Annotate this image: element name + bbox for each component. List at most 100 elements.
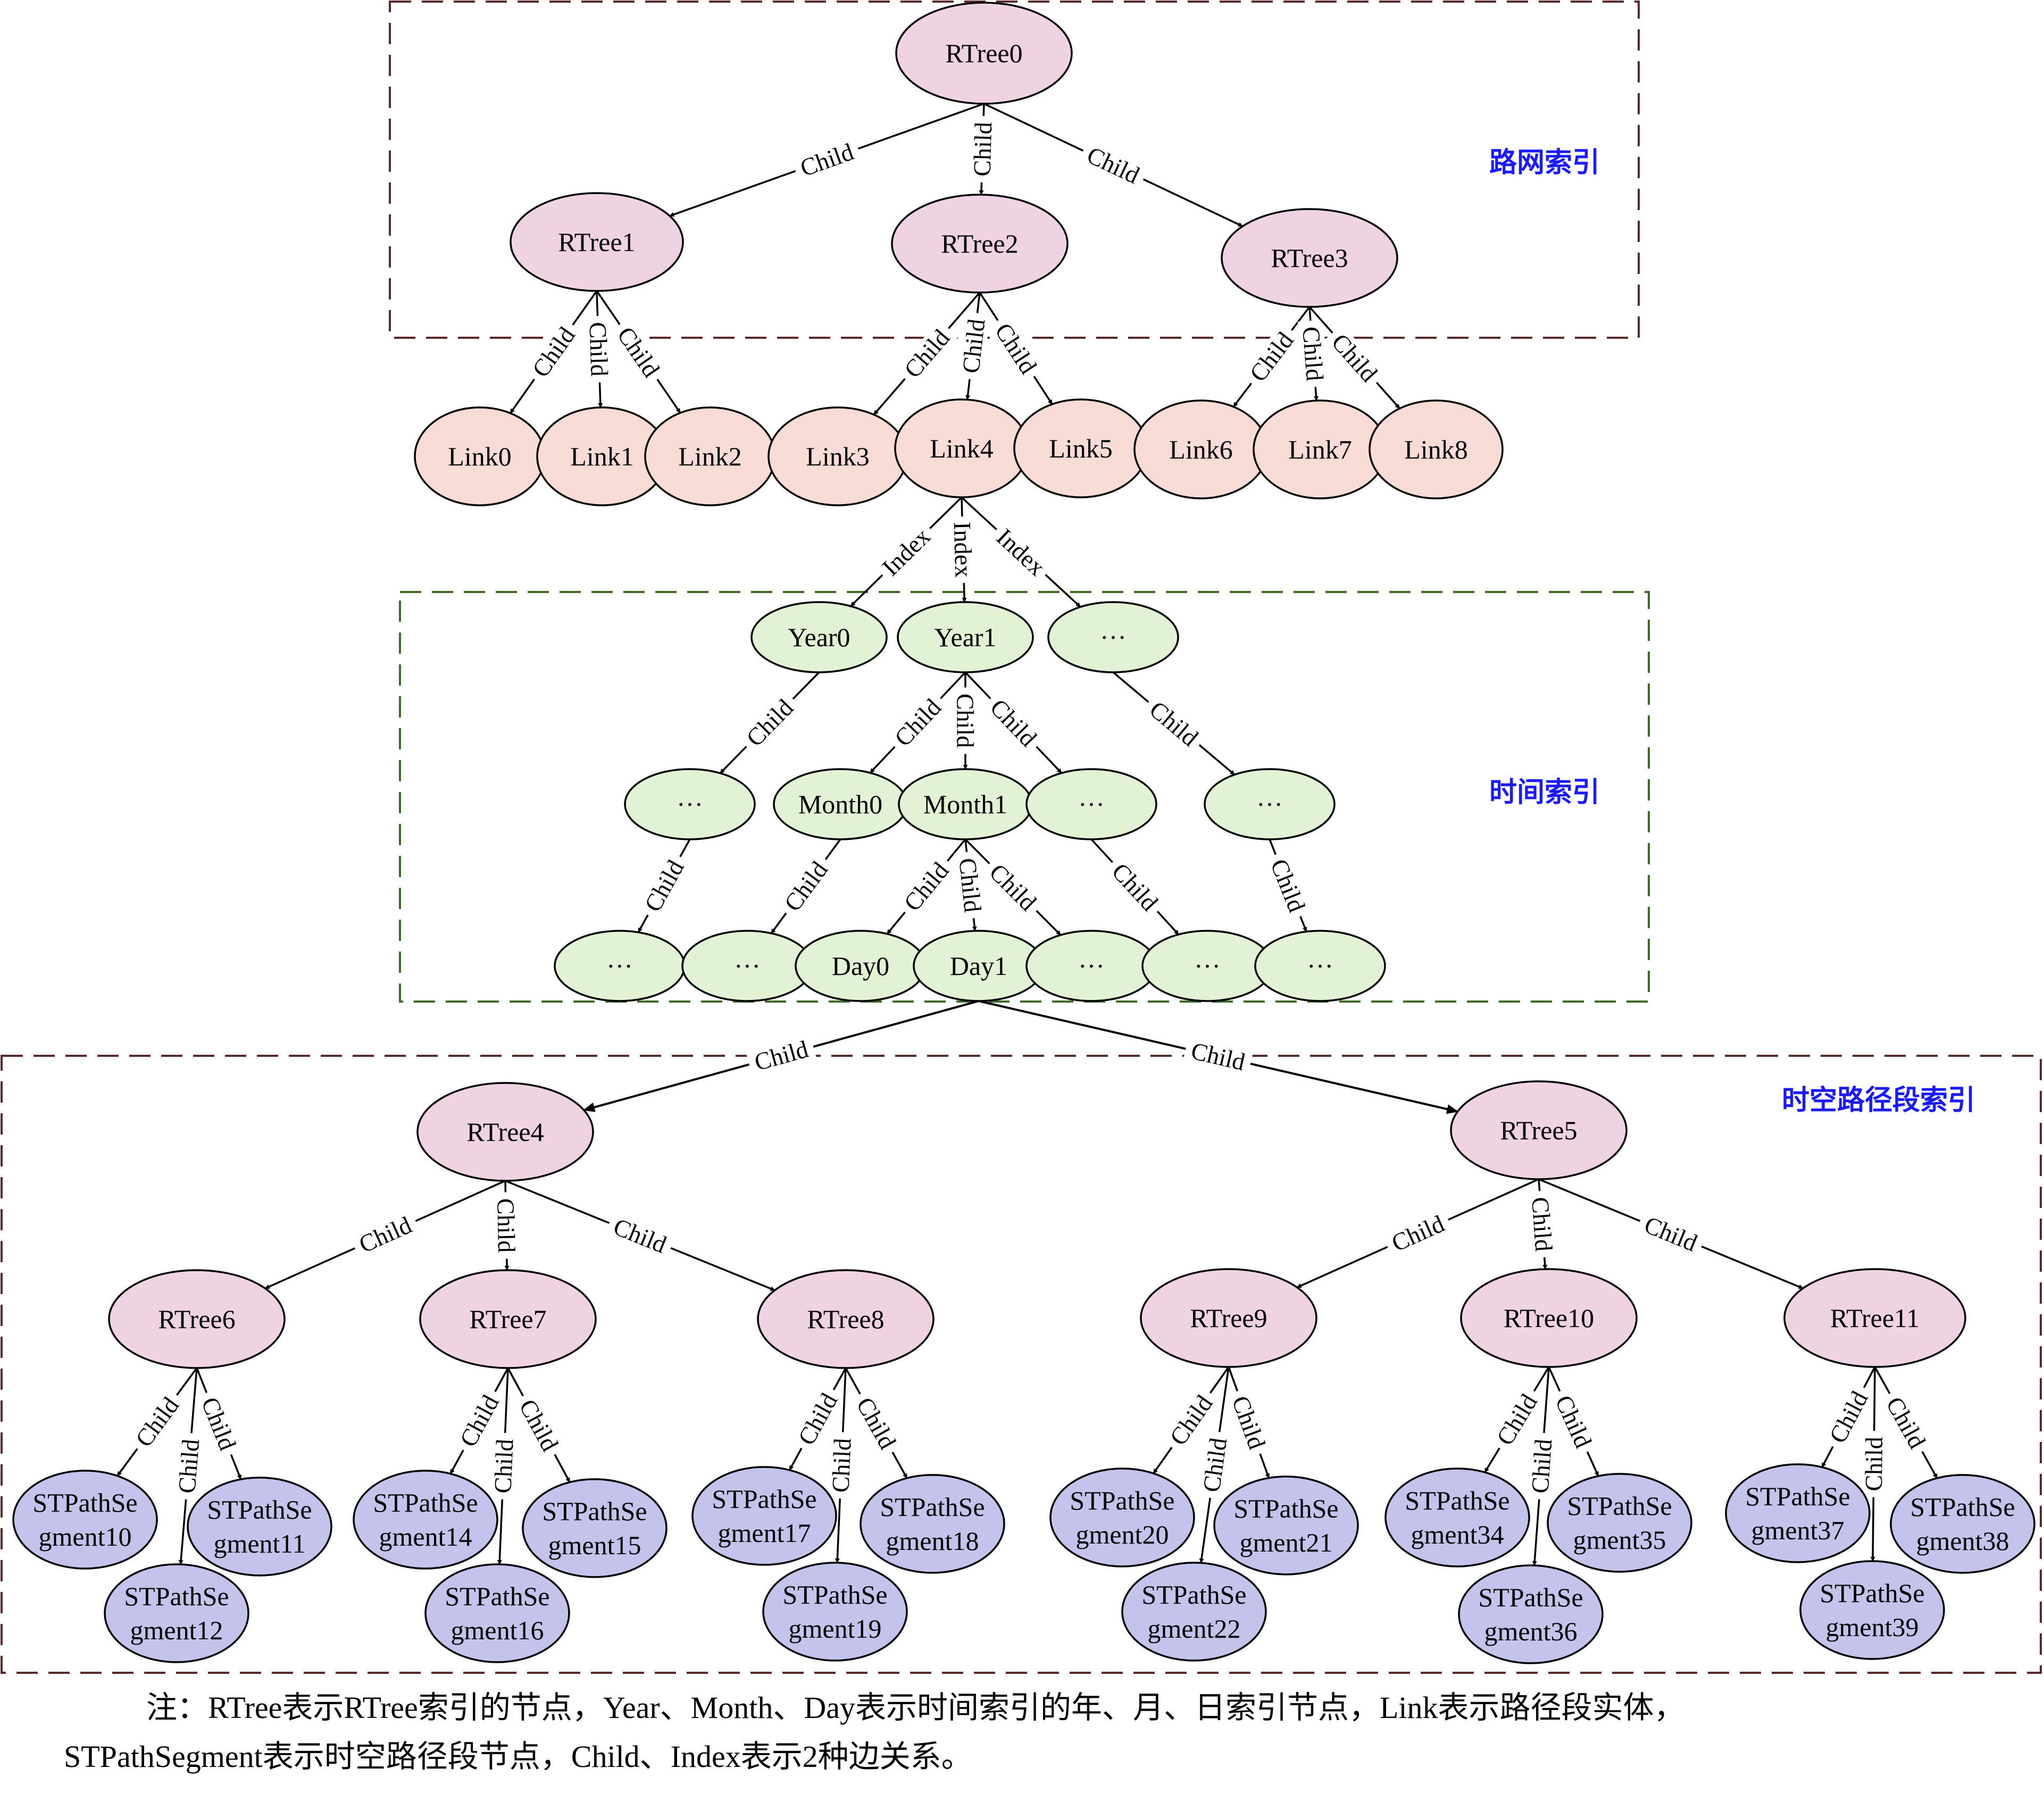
edge-label-background bbox=[873, 519, 939, 585]
node-ellipse bbox=[187, 1477, 332, 1577]
node-label: STPathSe bbox=[1070, 1486, 1174, 1515]
node-ellipse bbox=[1049, 1467, 1195, 1567]
node-label: gment35 bbox=[1573, 1525, 1666, 1555]
edge-label-RTree1-Link2: Child bbox=[609, 317, 668, 387]
node-label: ··· bbox=[677, 789, 703, 819]
edge-label-background bbox=[1879, 1387, 1933, 1458]
node-label: gment37 bbox=[1751, 1515, 1845, 1545]
edge-label-text: Child bbox=[957, 318, 990, 374]
node-ellipse bbox=[1204, 768, 1336, 840]
caption-line-2: STPathSegment表示时空路径段节点，Child、Index表示2种边关… bbox=[64, 1739, 972, 1774]
edge-label-background bbox=[1264, 849, 1313, 921]
edge-label-MonthE2-DayE4: Child bbox=[1103, 854, 1167, 920]
node-YearE: ··· bbox=[1047, 601, 1179, 673]
node-ellipse bbox=[510, 192, 684, 292]
node-label: RTree10 bbox=[1504, 1303, 1594, 1333]
node-ellipse bbox=[419, 1269, 597, 1369]
node-label: RTree1 bbox=[558, 227, 635, 257]
edge-label-RTree1-Link1: Child bbox=[584, 315, 613, 383]
edge-label-background bbox=[895, 853, 957, 921]
node-ellipse bbox=[1384, 1467, 1530, 1567]
node-ellipse bbox=[1369, 399, 1504, 499]
road-index-label: 路网索引 bbox=[1489, 147, 1600, 179]
edge-label-background bbox=[1078, 139, 1149, 191]
edge-label-background bbox=[195, 1388, 243, 1460]
edge-label-text: Child bbox=[752, 1035, 811, 1075]
node-RTree2: RTree2 bbox=[891, 194, 1069, 294]
edge-label-background bbox=[981, 689, 1046, 756]
node-label: RTree3 bbox=[1271, 243, 1348, 273]
edge-label-RTree2-Link5: Child bbox=[987, 313, 1045, 383]
node-label: RTree4 bbox=[466, 1117, 544, 1147]
edge-label-RTree4-RTree6: Child bbox=[349, 1209, 421, 1260]
node-label: ··· bbox=[1307, 951, 1333, 981]
node-label: gment16 bbox=[451, 1615, 544, 1645]
node-ellipse bbox=[750, 601, 888, 673]
edge-label-RTree0-RTree1: Child bbox=[791, 136, 863, 184]
node-label: RTree2 bbox=[941, 229, 1018, 258]
edge-label-background bbox=[980, 854, 1046, 920]
node-label: Link7 bbox=[1288, 435, 1351, 464]
node-Year0: Year0 bbox=[750, 601, 888, 673]
node-ellipse bbox=[1799, 1560, 1945, 1660]
node-RTree8: RTree8 bbox=[757, 1269, 935, 1369]
edge-label-text: Child bbox=[797, 138, 857, 181]
edge-label-RTree2-Link4: Child bbox=[957, 311, 990, 381]
edge-label-background bbox=[746, 1034, 817, 1077]
node-label: RTree11 bbox=[1830, 1303, 1920, 1333]
node-label: RTree5 bbox=[1500, 1115, 1577, 1145]
node-RTree9: RTree9 bbox=[1140, 1268, 1317, 1368]
edge-label-background bbox=[1241, 322, 1302, 391]
edge-label-background bbox=[1548, 1386, 1599, 1457]
edge-label-text: Child bbox=[355, 1211, 415, 1258]
node-label: ··· bbox=[1256, 789, 1283, 819]
node-Link4: Link4 bbox=[894, 398, 1029, 498]
node-Month1: Month1 bbox=[898, 768, 1033, 840]
node-label: ··· bbox=[734, 951, 761, 981]
node-ellipse bbox=[1783, 1268, 1966, 1368]
node-label: Link1 bbox=[570, 441, 633, 471]
edge-label-background bbox=[1225, 1387, 1272, 1458]
edge-label-RTree3-Link6: Child bbox=[1241, 322, 1302, 391]
node-label: gment20 bbox=[1076, 1520, 1169, 1549]
edge-label-background bbox=[1161, 1386, 1221, 1455]
node-label: gment22 bbox=[1148, 1614, 1241, 1644]
edge-label-background bbox=[790, 1383, 845, 1455]
node-label: Day0 bbox=[832, 951, 889, 981]
node-label: gment18 bbox=[886, 1526, 979, 1556]
edge-label-background bbox=[1821, 1381, 1875, 1453]
edge-label-background bbox=[604, 1211, 676, 1260]
edge-label-background bbox=[791, 136, 863, 184]
node-label: STPathSe bbox=[1141, 1580, 1246, 1609]
node-label: gment39 bbox=[1826, 1612, 1919, 1642]
edge-label-text: Child bbox=[1860, 1437, 1888, 1491]
edge-label-Year0-MonthE1: Child bbox=[737, 690, 802, 756]
node-ellipse bbox=[1213, 1475, 1359, 1575]
edge-label-background bbox=[512, 1389, 566, 1461]
edge-label-RTree11-S39: Child bbox=[1860, 1430, 1888, 1498]
edge-label-RTree5-RTree11: Child bbox=[1635, 1209, 1707, 1258]
edge-label-RTree8-S19: Child bbox=[827, 1431, 856, 1499]
figure-caption: 注：RTree表示RTree索引的节点，Year、Month、Day表示时间索引… bbox=[64, 1683, 2032, 1781]
node-S35: STPathSe gment35 bbox=[1547, 1473, 1692, 1573]
edge-label-text: Child bbox=[1640, 1211, 1701, 1257]
node-Link8: Link8 bbox=[1369, 399, 1504, 499]
edge-label-background bbox=[849, 1388, 904, 1458]
node-label: gment21 bbox=[1240, 1528, 1333, 1557]
node-Year1: Year1 bbox=[897, 601, 1034, 673]
node-label: STPathSe bbox=[1567, 1491, 1672, 1521]
edge-label-text: Child bbox=[1227, 1392, 1271, 1453]
node-DayE5: ··· bbox=[1254, 930, 1386, 1002]
edge-label-RTree10-S36: Child bbox=[1526, 1432, 1557, 1500]
node-label: Month1 bbox=[923, 789, 1007, 819]
edge-label-Year1-MonthE2: Child bbox=[981, 689, 1046, 756]
edge-label-MonthE1-DayE1: Child bbox=[637, 850, 691, 921]
node-RTree7: RTree7 bbox=[419, 1269, 597, 1369]
node-label: ··· bbox=[606, 951, 633, 981]
node-label: gment14 bbox=[379, 1522, 472, 1552]
edge-label-background bbox=[585, 315, 613, 383]
